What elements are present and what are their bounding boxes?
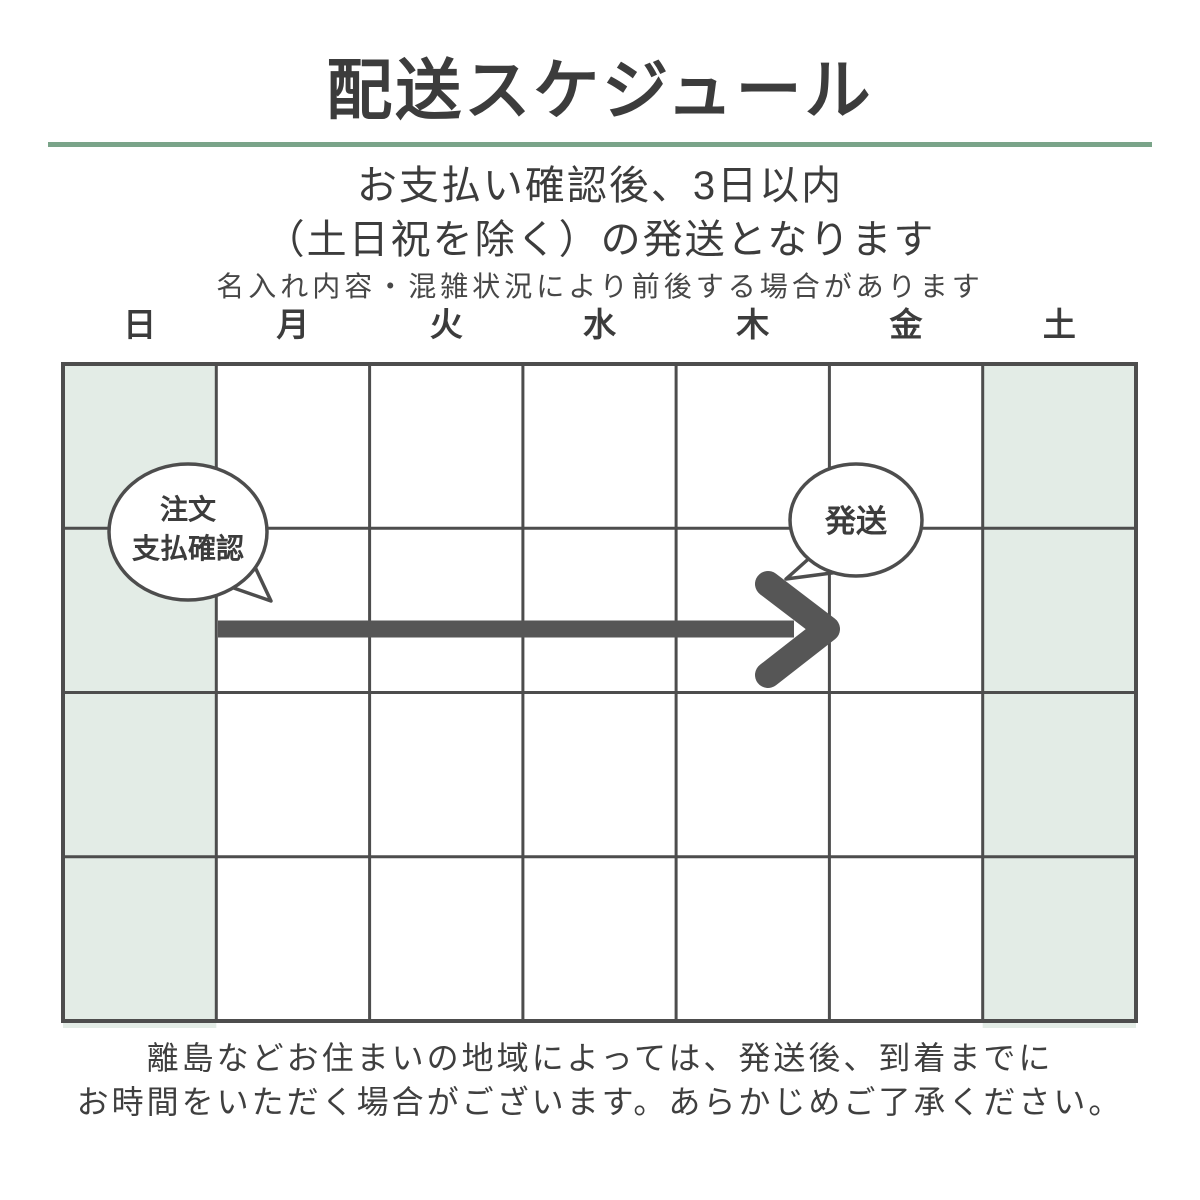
order-bubble-line2: 支払確認 [132,532,244,564]
day-header-row: 日 月 火 水 木 金 土 [63,302,1136,343]
day-header-saturday: 土 [1042,306,1076,343]
ship-bubble: 発送 [784,462,924,581]
order-bubble-shape [107,462,269,602]
order-bubble-line1: 注文 [160,493,216,525]
note-text: 名入れ内容・混雑状況により前後する場合があります [216,271,984,302]
day-header-thursday: 木 [736,306,770,343]
shipping-arrow [218,571,840,688]
subtitle-line-1: お支払い確認後、3日以内 [356,164,844,208]
footer-note: 離島などお住まいの地域によっては、発送後、到着までに お時間をいただく場合がござ… [0,1036,1200,1124]
footer-line-1: 離島などお住まいの地域によっては、発送後、到着までに [146,1040,1054,1076]
title-divider [48,142,1152,147]
day-header-wednesday: 水 [582,306,616,343]
order-bubble: 注文 支払確認 [107,462,273,603]
day-header-friday: 金 [889,306,923,343]
day-header-tuesday: 火 [429,306,463,343]
arrow-head-icon [755,571,840,688]
weekend-column-saturday [982,364,1136,1028]
day-header-monday: 月 [276,306,310,343]
ship-bubble-label: 発送 [824,504,887,539]
day-header-sunday: 日 [123,306,157,343]
subtitle-line-2: （土日祝を除く）の発送となります [264,218,936,262]
grid-border [61,362,1138,1023]
footer-line-2: お時間をいただく場合がございます。あらかじめご了承ください。 [76,1084,1124,1120]
page-title: 配送スケジュール [326,53,874,127]
ship-bubble-shape [788,462,924,578]
